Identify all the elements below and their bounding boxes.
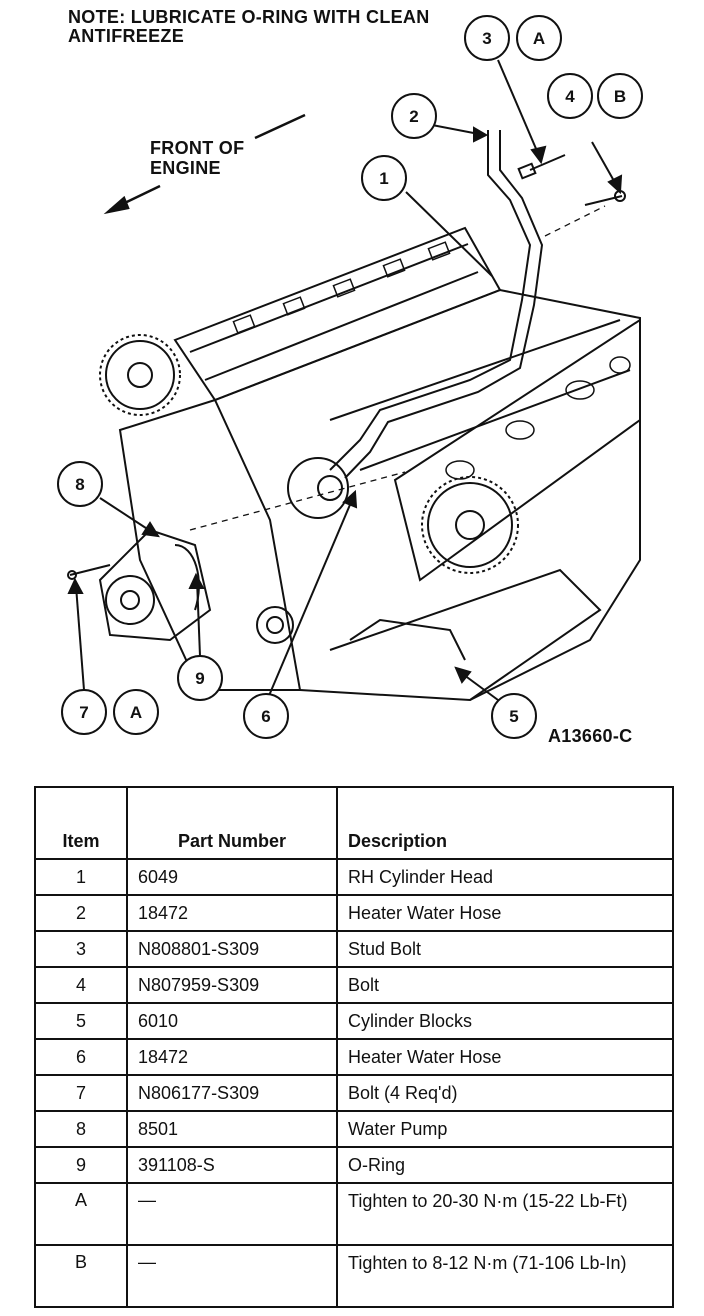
cell-part-number: N808801-S309 xyxy=(126,930,338,968)
table-row: 8 8501 Water Pump xyxy=(34,1110,674,1148)
cell-item: B xyxy=(34,1244,128,1308)
svg-text:1: 1 xyxy=(379,169,388,188)
table-row: 5 6010 Cylinder Blocks xyxy=(34,1002,674,1040)
cell-description: Heater Water Hose xyxy=(336,1038,674,1076)
leader-lines xyxy=(67,59,623,701)
cell-part-number: 18472 xyxy=(126,1038,338,1076)
callout-1: 1 xyxy=(361,155,407,201)
cell-description: Water Pump xyxy=(336,1110,674,1148)
svg-text:3: 3 xyxy=(482,29,491,48)
callout-3: 3 xyxy=(464,15,510,61)
table-row: 6 18472 Heater Water Hose xyxy=(34,1038,674,1076)
callout-6: 6 xyxy=(243,693,289,739)
front-direction-arrow xyxy=(103,113,306,215)
cell-part-number: 18472 xyxy=(126,894,338,932)
table-row: B — Tighten to 8-12 N·m (71-106 Lb-In) xyxy=(34,1244,674,1308)
cell-item: 5 xyxy=(34,1002,128,1040)
table-row: 4 N807959-S309 Bolt xyxy=(34,966,674,1004)
table-row: 2 18472 Heater Water Hose xyxy=(34,894,674,932)
svg-text:8: 8 xyxy=(75,475,84,494)
cell-description: Heater Water Hose xyxy=(336,894,674,932)
cell-item: 3 xyxy=(34,930,128,968)
table-row: A — Tighten to 20-30 N·m (15-22 Lb-Ft) xyxy=(34,1182,674,1246)
callout-9: 9 xyxy=(177,655,223,701)
table-row: 9 391108-S O-Ring xyxy=(34,1146,674,1184)
cell-item: 8 xyxy=(34,1110,128,1148)
svg-text:A: A xyxy=(533,29,545,48)
engine-exploded-diagram: 1 2 3 A 4 B 5 6 7 A 8 9 xyxy=(57,15,643,739)
table-row: 7 N806177-S309 Bolt (4 Req'd) xyxy=(34,1074,674,1112)
cell-item: A xyxy=(34,1182,128,1246)
cell-description: O-Ring xyxy=(336,1146,674,1184)
svg-text:9: 9 xyxy=(195,669,204,688)
cell-part-number: — xyxy=(126,1182,338,1246)
svg-text:5: 5 xyxy=(509,707,518,726)
front-of-engine-label: FRONT OF ENGINE xyxy=(150,138,245,178)
cell-item: 9 xyxy=(34,1146,128,1184)
header-item: Item xyxy=(34,786,128,860)
engine-block-drawing xyxy=(67,130,641,702)
figure-id: A13660-C xyxy=(548,726,633,746)
svg-text:4: 4 xyxy=(565,87,575,106)
cell-part-number: 391108-S xyxy=(126,1146,338,1184)
callout-b: B xyxy=(597,73,643,119)
parts-table: Item Part Number Description 1 6049 RH C… xyxy=(34,786,674,1308)
cell-part-number: 8501 xyxy=(126,1110,338,1148)
lubrication-note: NOTE: LUBRICATE O-RING WITH CLEAN ANTIFR… xyxy=(68,7,430,46)
cell-description: Stud Bolt xyxy=(336,930,674,968)
cell-description: Cylinder Blocks xyxy=(336,1002,674,1040)
cell-item: 4 xyxy=(34,966,128,1004)
callout-a-top: A xyxy=(516,15,562,61)
cell-part-number: 6010 xyxy=(126,1002,338,1040)
callout-a-bottom: A xyxy=(113,689,159,735)
table-row: 1 6049 RH Cylinder Head xyxy=(34,858,674,896)
cell-description: Tighten to 20-30 N·m (15-22 Lb-Ft) xyxy=(336,1182,674,1246)
cell-part-number: — xyxy=(126,1244,338,1308)
svg-text:A: A xyxy=(130,703,142,722)
cell-description: Tighten to 8-12 N·m (71-106 Lb-In) xyxy=(336,1244,674,1308)
callout-7: 7 xyxy=(61,689,107,735)
header-description: Description xyxy=(336,786,674,860)
cell-part-number: 6049 xyxy=(126,858,338,896)
callout-8: 8 xyxy=(57,461,103,507)
svg-text:B: B xyxy=(614,87,626,106)
cell-item: 1 xyxy=(34,858,128,896)
cell-description: Bolt (4 Req'd) xyxy=(336,1074,674,1112)
cell-item: 2 xyxy=(34,894,128,932)
svg-text:7: 7 xyxy=(79,703,88,722)
svg-text:6: 6 xyxy=(261,707,270,726)
callout-2: 2 xyxy=(391,93,437,139)
callout-4: 4 xyxy=(547,73,593,119)
table-row: 3 N808801-S309 Stud Bolt xyxy=(34,930,674,968)
svg-text:2: 2 xyxy=(409,107,418,126)
header-part-number: Part Number xyxy=(126,786,338,860)
cell-description: RH Cylinder Head xyxy=(336,858,674,896)
cell-item: 6 xyxy=(34,1038,128,1076)
cell-part-number: N806177-S309 xyxy=(126,1074,338,1112)
cell-item: 7 xyxy=(34,1074,128,1112)
callout-5: 5 xyxy=(491,693,537,739)
table-header-row: Item Part Number Description xyxy=(34,786,674,860)
cell-description: Bolt xyxy=(336,966,674,1004)
cell-part-number: N807959-S309 xyxy=(126,966,338,1004)
